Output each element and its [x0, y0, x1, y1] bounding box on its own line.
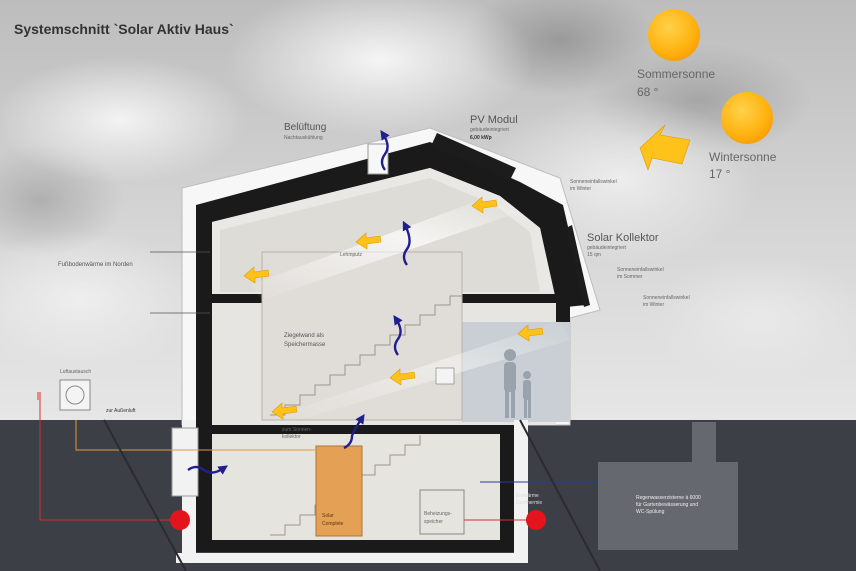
winter-sun-icon — [721, 92, 773, 144]
label-luftaustausch: Luftaustausch — [60, 369, 92, 375]
label-regen-1: Regenwasserzisterne à 6000 — [636, 495, 701, 501]
label-pv-sub: gebäudeintegriert — [470, 127, 509, 133]
blue-arrow-icon — [187, 130, 412, 475]
winter-sun-angle: 17 ° — [709, 167, 731, 181]
label-complete: Complete — [322, 521, 344, 527]
summer-sun-label: Sommersonne — [637, 67, 716, 81]
label-speicher: speicher — [424, 519, 443, 525]
person-icon — [504, 349, 531, 418]
label-summer-angle-b: im Sommer — [617, 274, 643, 280]
label-geothermie: Geothermie — [516, 500, 543, 506]
label-regen-2: für Gartenbewässerung und — [636, 502, 698, 508]
rainwater-cistern — [598, 462, 738, 550]
red-dot-icon — [170, 510, 190, 530]
roof-structure — [196, 142, 586, 308]
label-regen-3: WC-Spülung — [636, 509, 665, 515]
label-pv-modul: PV Modul — [470, 114, 518, 126]
ground-heat-exchanger — [59, 379, 91, 411]
label-solar: Solar — [322, 513, 334, 519]
red-dot-icon — [526, 510, 546, 530]
summer-sun-icon — [648, 9, 700, 61]
summer-sun-angle: 68 ° — [637, 85, 659, 99]
label-winter-angle-1: Sonneneinfallswinkel — [570, 179, 617, 185]
yellow-arrow-icon — [243, 124, 691, 420]
label-winter-angle-2: Sonneneinfallswinkel — [643, 295, 690, 301]
heating-storage-box — [419, 489, 465, 535]
label-solar-kollektor-sub2: 15 qm — [587, 252, 601, 258]
label-erdwaerme: Erdwärme — [516, 493, 539, 499]
label-winter-angle-1b: im Winter — [570, 186, 592, 192]
label-fussboden: Fußbodenwärme im Norden — [58, 262, 133, 268]
label-zur-aussenluft: zur Außenluft — [106, 408, 136, 414]
solar-storage-tank — [315, 445, 363, 537]
label-winter-angle-2b: im Winter — [643, 302, 665, 308]
label-beheizungs: Beheizungs- — [424, 511, 452, 517]
label-pv-power: 6,00 kWp — [470, 135, 492, 141]
page-title: Systemschnitt `Solar Aktiv Haus` — [14, 21, 234, 37]
label-lehmputz: Lehmputz — [340, 252, 362, 258]
label-summer-angle: Sonneneinfallswinkel — [617, 267, 664, 273]
label-speichermasse: Speichermasse — [284, 342, 326, 348]
label-ziegelwand: Ziegelwand als — [284, 333, 325, 339]
label-belueftung-sub: Nachtauskühlung — [284, 135, 323, 141]
label-zum-sonnen: zum Sonnen- — [282, 427, 312, 433]
label-belueftung: Belüftung — [284, 122, 327, 133]
label-solar-kollektor-sub: gebäudeintegriert — [587, 245, 626, 251]
winter-sun-label: Wintersonne — [709, 150, 777, 164]
label-kollektor: kollektor — [282, 434, 301, 440]
label-solar-kollektor: Solar Kollektor — [587, 232, 659, 244]
